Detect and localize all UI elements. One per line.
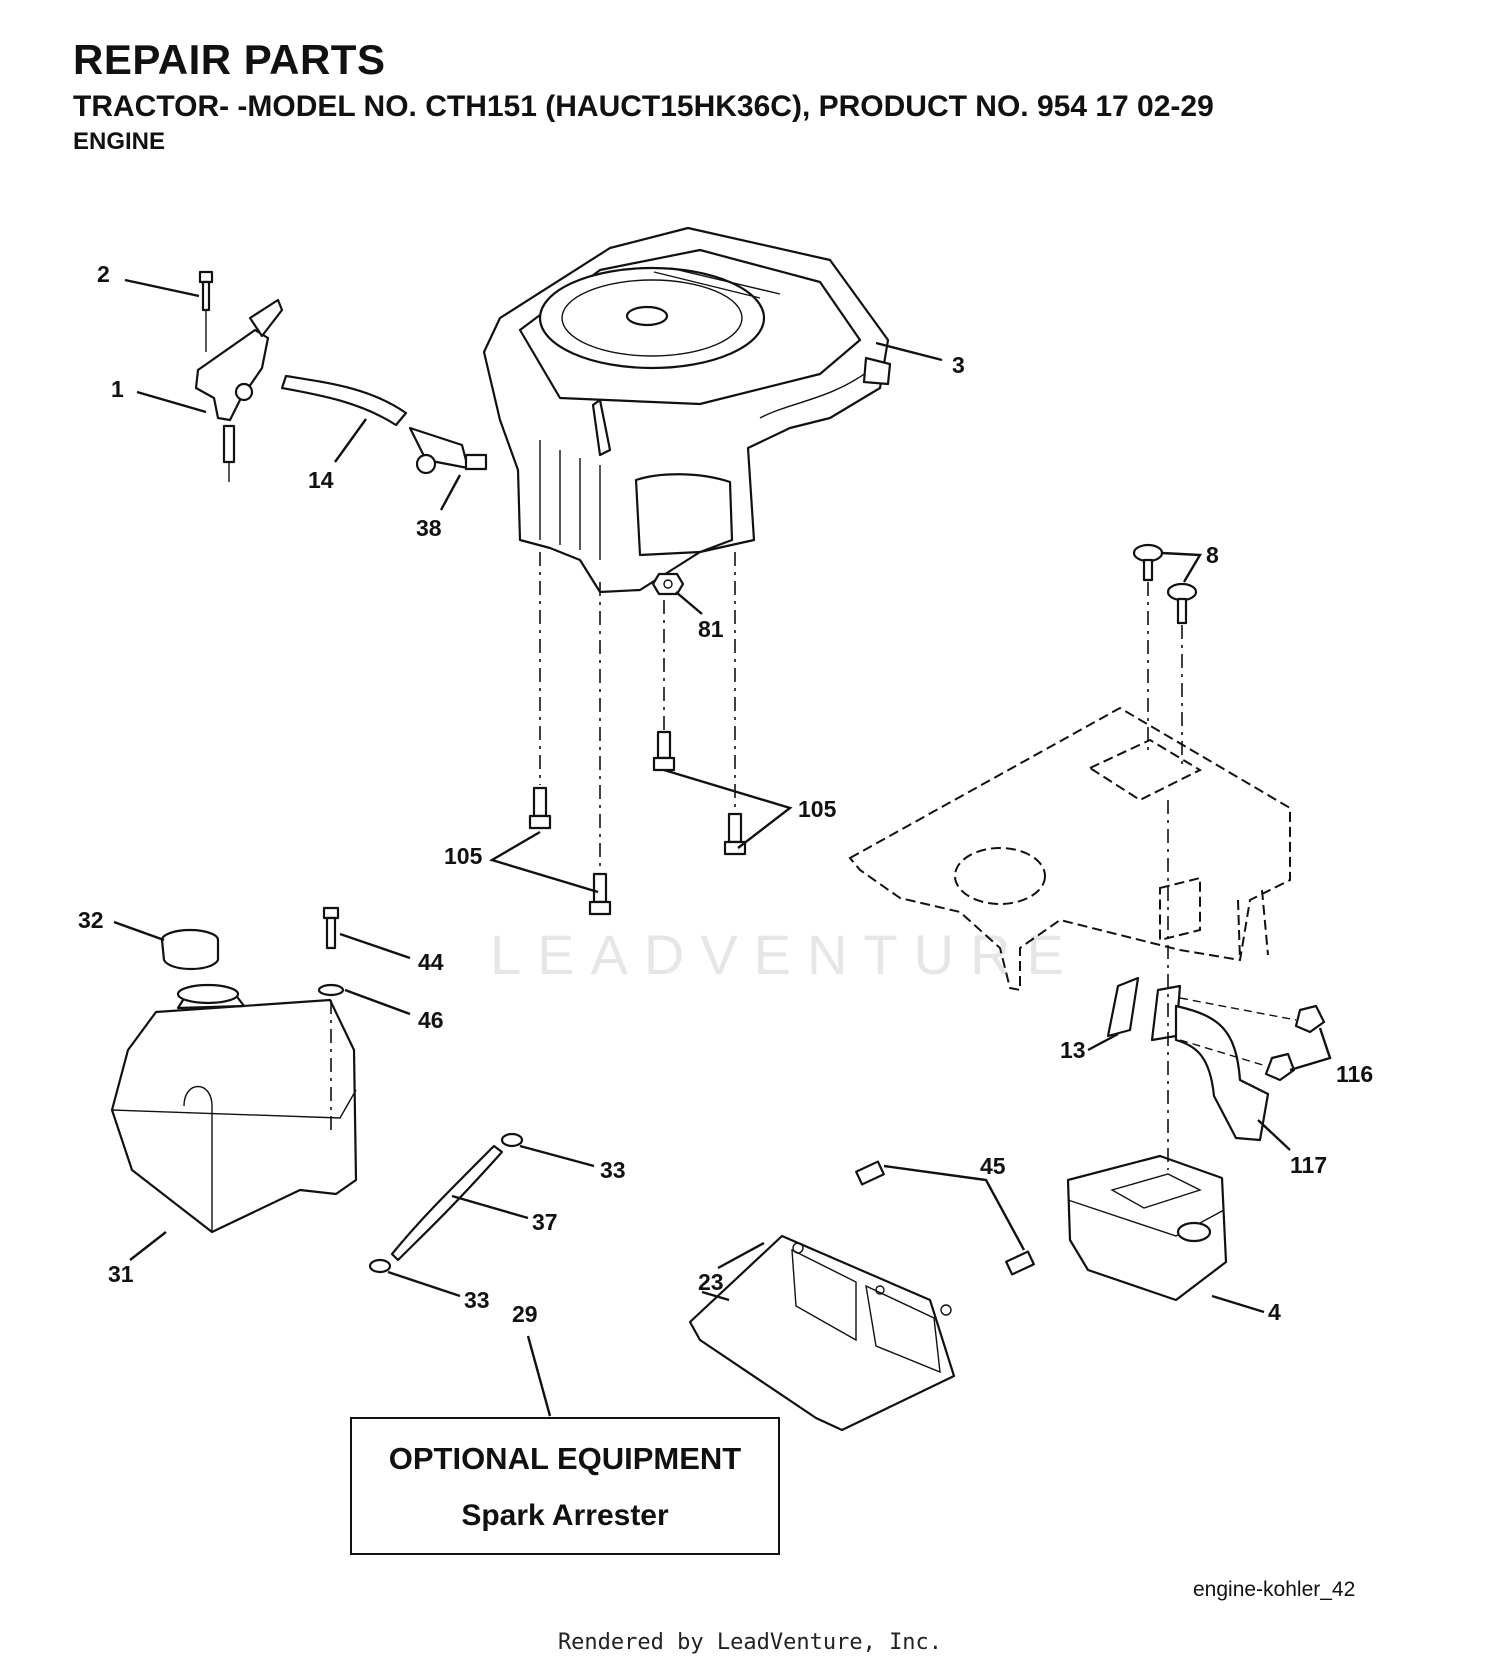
callout-2: 2 bbox=[97, 261, 110, 287]
page-title: REPAIR PARTS bbox=[73, 36, 386, 83]
optional-equipment-box: OPTIONAL EQUIPMENT Spark Arrester bbox=[350, 1417, 780, 1555]
footer-credit: Rendered by LeadVenture, Inc. bbox=[557, 1630, 943, 1655]
callout-1: 1 bbox=[111, 376, 124, 402]
callout-81: 81 bbox=[698, 616, 724, 642]
callout-4: 4 bbox=[1268, 1299, 1281, 1325]
fuel-cap-part[interactable] bbox=[160, 928, 220, 970]
callout-31: 31 bbox=[108, 1261, 134, 1287]
muffler-part[interactable] bbox=[1066, 1154, 1228, 1302]
bolt-part[interactable] bbox=[528, 730, 747, 916]
engine-part[interactable] bbox=[482, 226, 892, 594]
callout-32: 32 bbox=[78, 907, 104, 933]
screw-part[interactable] bbox=[855, 1160, 1035, 1276]
callout-46: 46 bbox=[418, 1007, 444, 1033]
fuel-tank-part[interactable] bbox=[110, 983, 358, 1234]
callout-8: 8 bbox=[1206, 542, 1219, 568]
section-label: ENGINE bbox=[73, 128, 166, 155]
callout-3: 3 bbox=[952, 352, 965, 378]
nut-part[interactable] bbox=[651, 572, 685, 596]
diagram-id: engine-kohler_42 bbox=[1193, 1578, 1356, 1601]
tank-screw-part[interactable] bbox=[317, 906, 345, 997]
knob-part[interactable] bbox=[1132, 543, 1198, 625]
callout-105-left: 105 bbox=[444, 843, 483, 869]
exhaust-pipe-part[interactable] bbox=[1106, 976, 1326, 1142]
callout-29: 29 bbox=[512, 1301, 538, 1327]
throttle-control-part[interactable] bbox=[194, 270, 284, 482]
callout-38: 38 bbox=[416, 515, 442, 541]
callout-116: 116 bbox=[1336, 1061, 1373, 1087]
tractor-frame-reference bbox=[848, 706, 1291, 992]
watermark: LEADVENTURE bbox=[490, 923, 1080, 986]
model-subtitle: TRACTOR- -MODEL NO. CTH151 (HAUCT15HK36C… bbox=[73, 90, 1214, 123]
fuel-line-part[interactable] bbox=[280, 374, 488, 475]
callout-44: 44 bbox=[418, 949, 444, 975]
optional-equipment-title: OPTIONAL EQUIPMENT bbox=[388, 1441, 742, 1476]
fuel-hose-part[interactable] bbox=[368, 1132, 524, 1274]
callout-105-right: 105 bbox=[798, 796, 837, 822]
callout-14: 14 bbox=[308, 467, 334, 493]
callout-37: 37 bbox=[532, 1209, 558, 1235]
callout-33-bottom: 33 bbox=[464, 1287, 490, 1313]
callout-13: 13 bbox=[1060, 1037, 1086, 1063]
callout-23: 23 bbox=[698, 1269, 724, 1295]
optional-equipment-item: Spark Arrester bbox=[461, 1499, 669, 1532]
heat-shield-part[interactable] bbox=[688, 1234, 956, 1432]
callout-45: 45 bbox=[980, 1153, 1006, 1179]
callout-33-top: 33 bbox=[600, 1157, 626, 1183]
callout-117: 117 bbox=[1290, 1152, 1327, 1178]
